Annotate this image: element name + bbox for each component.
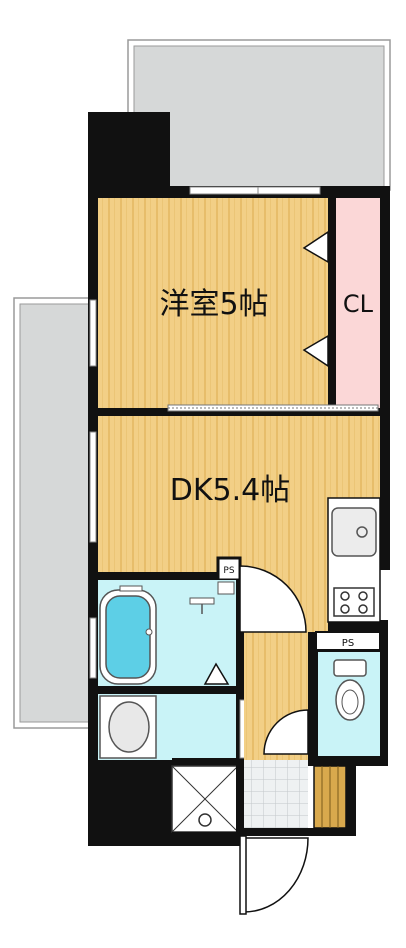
balcony-left bbox=[13, 297, 95, 729]
closet-wall bbox=[328, 198, 336, 408]
closet-label: CL bbox=[343, 290, 374, 318]
dk-room-label: DK5.4帖 bbox=[170, 473, 291, 508]
kitchen-counter bbox=[327, 497, 381, 623]
entrance-floor bbox=[244, 760, 308, 828]
western-room-label: 洋室5帖 bbox=[159, 287, 268, 322]
dk-floor bbox=[98, 416, 380, 632]
door-swing-washroom bbox=[263, 709, 309, 755]
entrance-door bbox=[243, 837, 309, 913]
partition-wall bbox=[98, 408, 380, 416]
door-swing-dk bbox=[239, 565, 307, 633]
stove-icon bbox=[340, 591, 368, 614]
ps-top-label: PS bbox=[223, 566, 234, 576]
ps-toilet-label: PS bbox=[342, 638, 354, 649]
ps-toilet-box bbox=[315, 631, 381, 651]
window-left-lower bbox=[89, 431, 97, 543]
toilet-icon bbox=[333, 659, 367, 721]
window-top bbox=[189, 186, 321, 195]
balcony-top bbox=[127, 39, 391, 191]
western-room-floor bbox=[98, 198, 330, 408]
closet-floor bbox=[336, 198, 380, 408]
shower-faucet-icon bbox=[189, 597, 215, 614]
bathtub-icon bbox=[99, 585, 157, 685]
washbasin-icon bbox=[99, 695, 157, 759]
closet-door-left bbox=[302, 230, 329, 368]
window-left-upper bbox=[89, 299, 97, 367]
washing-machine-pan bbox=[171, 765, 239, 833]
bath-door bbox=[203, 662, 230, 685]
window-left-bath bbox=[89, 617, 97, 679]
